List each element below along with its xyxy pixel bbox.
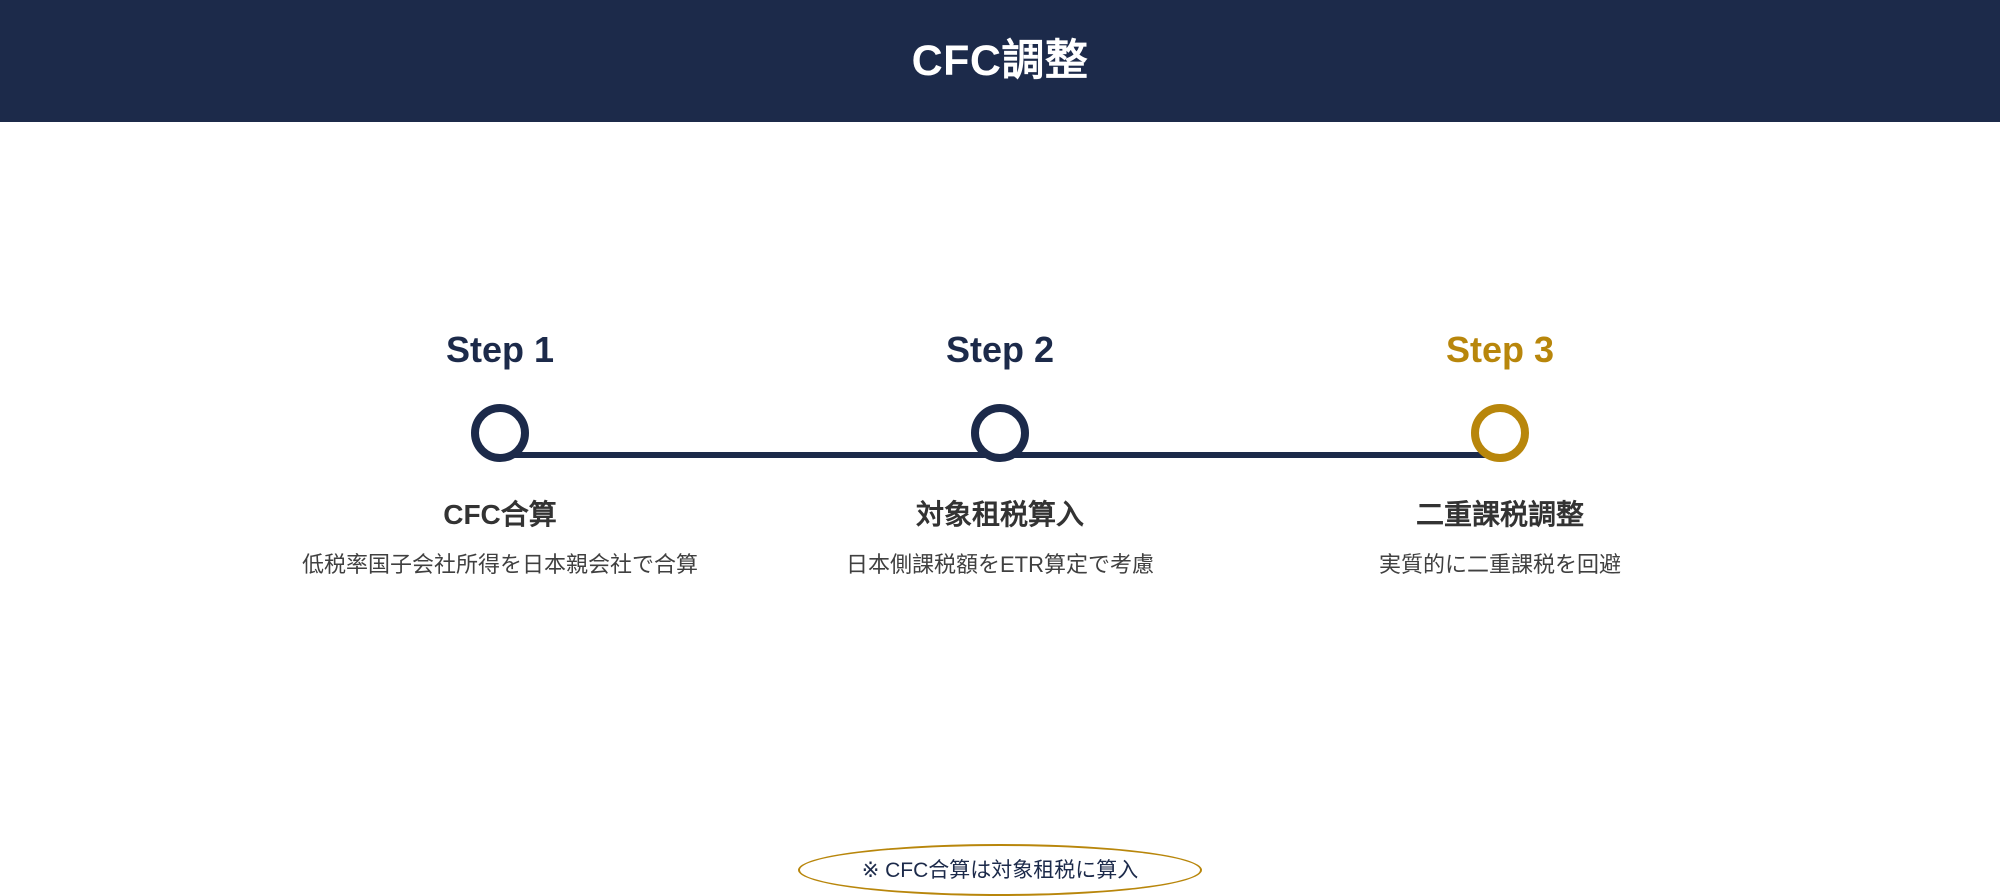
timeline-steps: Step 1 CFC合算 低税率国子会社所得を日本親会社で合算 Step 2 対… [0,122,2000,800]
footnote-text: ※ CFC合算は対象租税に算入 [861,858,1139,882]
step-description-1: 低税率国子会社所得を日本親会社で合算 [301,551,698,577]
step-title-3: 二重課税調整 [1415,499,1584,530]
page-title: CFC調整 [911,36,1089,85]
timeline-step-3: Step 3 二重課税調整 実質的に二重課税を回避 [1250,332,1750,581]
step-circle-icon-2 [971,404,1029,462]
footnote-callout: ※ CFC合算は対象租税に算入 [798,844,1202,896]
step-circle-icon-1 [471,404,529,462]
step-description-3: 実質的に二重課税を回避 [1378,551,1621,577]
step-description-2: 日本側課税額をETR算定で考慮 [845,551,1154,577]
step-title-1: CFC合算 [443,499,557,530]
step-label-2: Step 2 [945,329,1055,370]
step-circle-icon-3 [1471,404,1529,462]
step-label-3: Step 3 [1445,329,1555,370]
timeline-step-1: Step 1 CFC合算 低税率国子会社所得を日本親会社で合算 [250,332,750,581]
timeline-diagram: Step 1 CFC合算 低税率国子会社所得を日本親会社で合算 Step 2 対… [0,122,2000,896]
timeline-step-2: Step 2 対象租税算入 日本側課税額をETR算定で考慮 [750,332,1250,581]
header-bar: CFC調整 [0,0,2000,122]
step-marker-wrap-2 [750,396,1250,470]
step-marker-wrap-1 [250,396,750,470]
step-marker-wrap-3 [1250,396,1750,470]
step-label-1: Step 1 [445,329,555,370]
step-title-2: 対象租税算入 [915,499,1084,530]
